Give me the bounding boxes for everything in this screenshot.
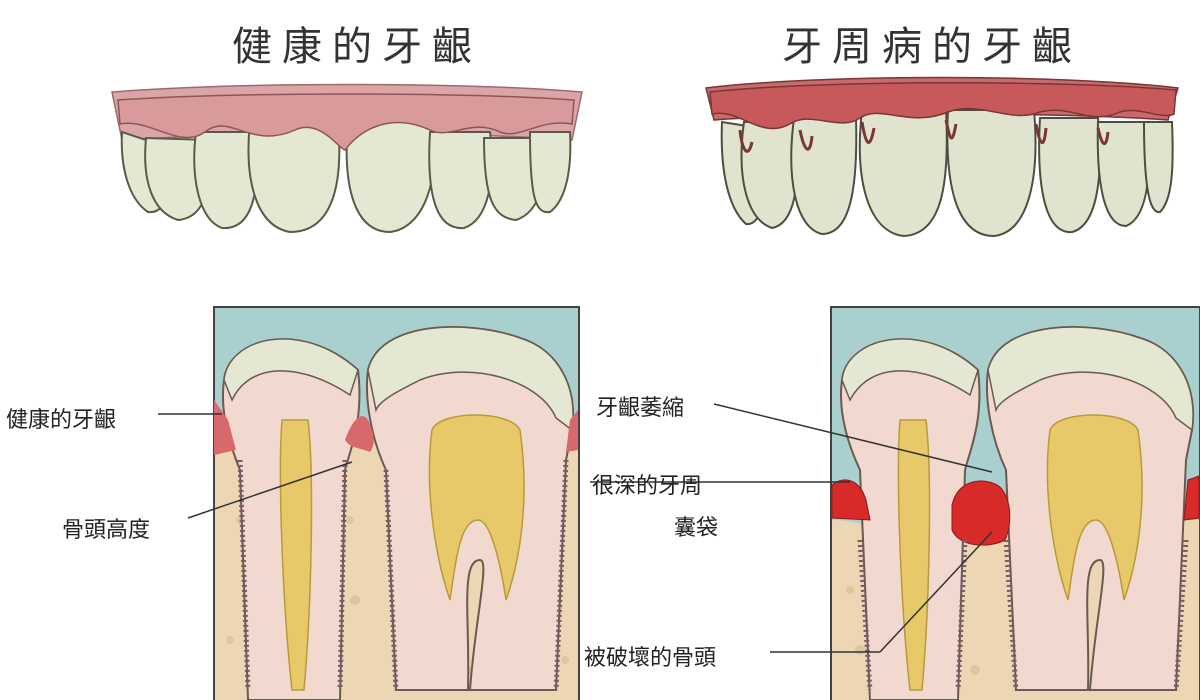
label-deep-pocket-line2: 囊袋 xyxy=(674,516,719,541)
healthy-cross-section xyxy=(213,306,580,700)
label-healthy-gum: 健康的牙齦 xyxy=(6,408,117,433)
label-destroyed-bone: 被破壞的骨頭 xyxy=(584,646,717,671)
periodontal-gum-arch xyxy=(705,76,1179,238)
periodontal-cross-section xyxy=(830,306,1200,700)
label-gum-recession: 牙齦萎縮 xyxy=(596,396,685,421)
label-bone-height: 骨頭高度 xyxy=(62,518,151,543)
leader-lines xyxy=(158,403,993,653)
periodontal-title: 牙周病的牙齦 xyxy=(782,24,1082,70)
healthy-title: 健康的牙齦 xyxy=(232,24,482,70)
leader-destroyed-bone-b xyxy=(879,531,993,653)
leader-bone-height xyxy=(187,461,353,519)
healthy-gum-arch xyxy=(111,83,583,234)
label-deep-pocket-line1: 很深的牙周 xyxy=(592,474,703,499)
leader-gum-recession xyxy=(713,403,993,473)
